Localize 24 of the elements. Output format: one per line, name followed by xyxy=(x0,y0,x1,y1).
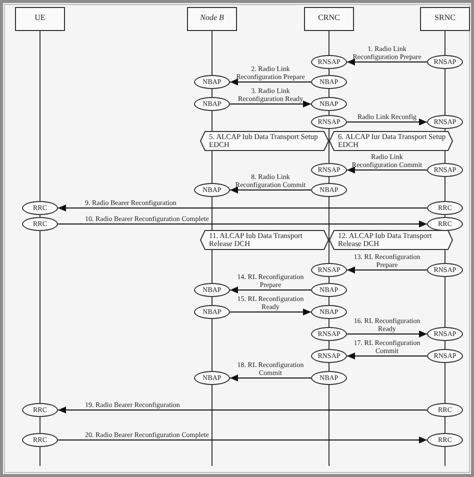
procedure-box xyxy=(200,131,329,151)
procedure-box xyxy=(200,230,329,250)
message-arrow xyxy=(346,266,428,274)
message-arrow xyxy=(58,406,428,414)
message-arrow xyxy=(346,352,428,360)
message-arrow xyxy=(58,436,428,444)
message-arrow xyxy=(346,58,428,66)
message-arrow xyxy=(230,286,312,294)
message-arrow xyxy=(230,78,312,86)
message-arrow xyxy=(346,118,428,126)
message-arrow xyxy=(346,330,428,338)
entity-box: SRNC xyxy=(420,7,470,31)
message-arrow xyxy=(230,374,312,382)
entity-box: UE xyxy=(15,7,65,31)
message-arrow xyxy=(230,308,312,316)
message-arrow xyxy=(346,166,428,174)
entity-box: Node B xyxy=(187,7,237,31)
message-arrow xyxy=(230,186,312,194)
message-arrow xyxy=(58,220,428,228)
entity-box: CRNC xyxy=(304,7,354,31)
message-arrow xyxy=(58,204,428,212)
procedure-box xyxy=(329,230,453,250)
message-arrow xyxy=(230,100,312,108)
procedure-box xyxy=(329,131,453,151)
